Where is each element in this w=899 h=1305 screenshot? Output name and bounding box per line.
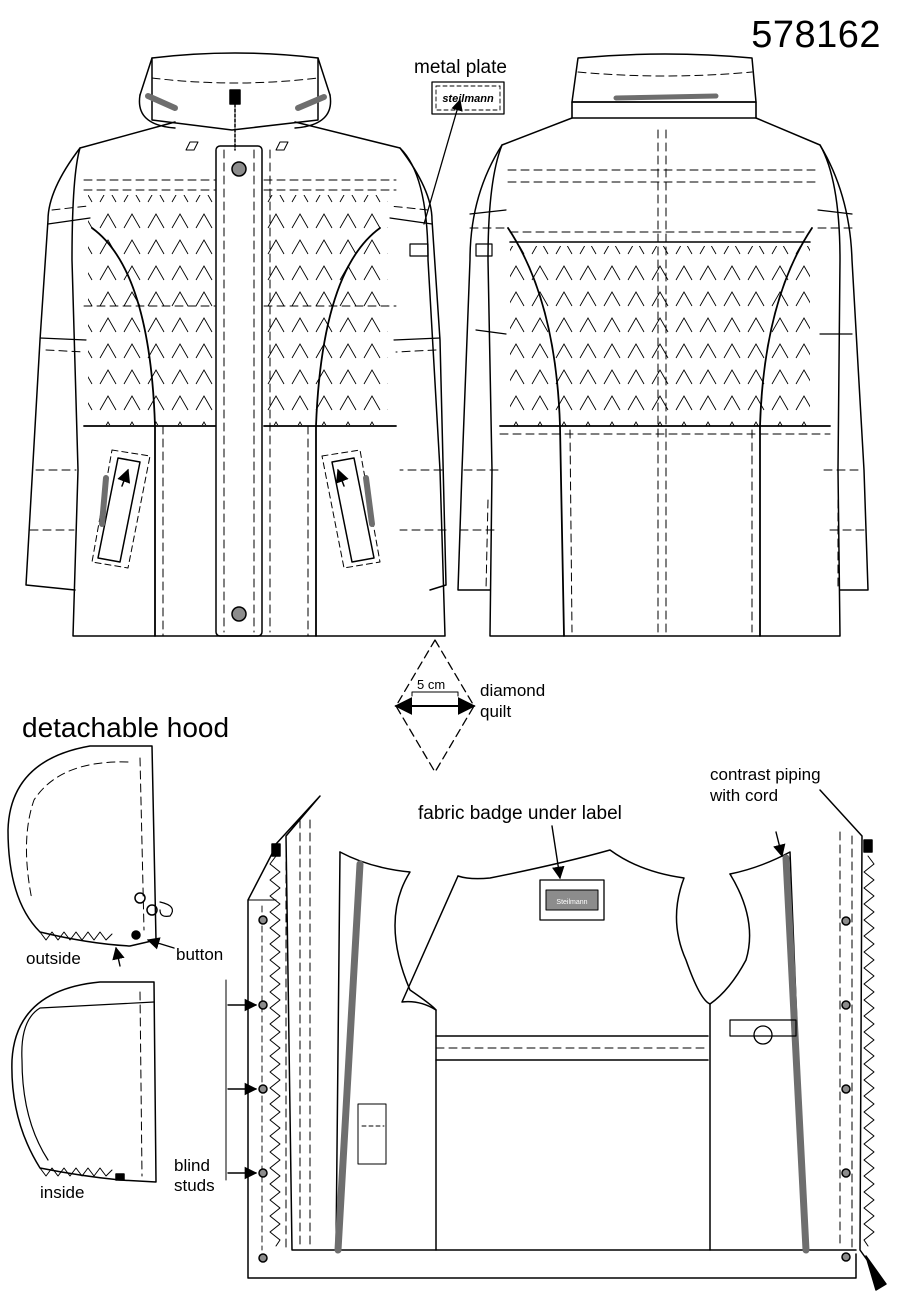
diamond-quilt-detail	[394, 639, 476, 773]
metal-plate	[431, 81, 505, 115]
front-snap-top	[231, 161, 247, 177]
inside-view	[225, 789, 887, 1291]
hood-button	[131, 930, 141, 940]
plate-text: steilmann	[442, 93, 494, 105]
back-collar	[571, 53, 757, 103]
badge-text: Steilmann	[556, 899, 587, 906]
front-pocket-right	[331, 457, 375, 563]
metal-plate-label: metal plate	[414, 57, 507, 78]
front-view	[25, 52, 463, 637]
article-number: 578162	[751, 14, 881, 56]
hood-outside	[7, 745, 175, 967]
hood-outside-label: outside	[26, 949, 81, 968]
diamond-size-label: 5 cm	[417, 677, 446, 692]
detachable-hood-title: detachable hood	[22, 712, 230, 743]
fabric-badge-label: fabric badge under label	[418, 803, 622, 824]
front-placket	[215, 145, 263, 637]
hood-inside-label: inside	[40, 1183, 85, 1202]
front-collar	[151, 52, 319, 131]
back-view	[457, 53, 869, 637]
front-snap-bottom	[231, 606, 247, 622]
contrast-piping-label: contrast piping with cord	[710, 765, 821, 806]
hood-inside	[11, 981, 157, 1183]
front-right-sleeve	[399, 147, 447, 591]
front-left-sleeve	[25, 147, 81, 591]
diamond-quilt-label: diamond quilt	[480, 681, 546, 722]
button-label: button	[176, 945, 224, 964]
fabric-badge	[539, 879, 605, 921]
blind-studs-label: blind studs	[174, 1156, 215, 1196]
